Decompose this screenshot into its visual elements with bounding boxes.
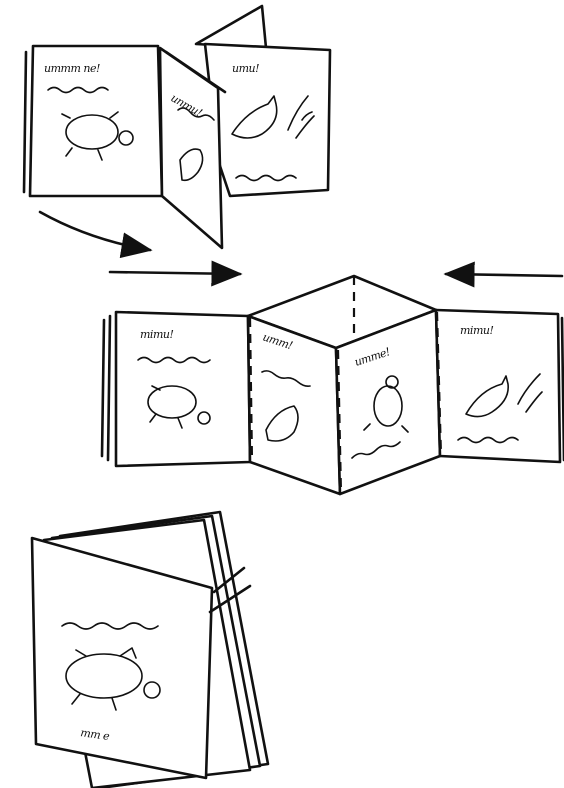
curved-arrow xyxy=(40,212,150,250)
strip-page-1 xyxy=(116,312,250,466)
fold-peak xyxy=(196,6,266,48)
arrow-left xyxy=(446,274,562,276)
step-2-unfolded-strip: mimu! umm! umme! mimu! xyxy=(102,272,564,494)
step-3-finished-book: mm e xyxy=(32,512,268,788)
page-heading-scribble: mimu! xyxy=(140,328,173,341)
page-heading-scribble: umu! xyxy=(232,62,259,75)
page-heading-scribble: mimu! xyxy=(460,324,493,337)
step-1-folding: ummm ne! umu! unmu! xyxy=(24,6,330,250)
arrow-right xyxy=(110,272,240,274)
page-heading-scribble: ummm ne! xyxy=(44,62,100,75)
